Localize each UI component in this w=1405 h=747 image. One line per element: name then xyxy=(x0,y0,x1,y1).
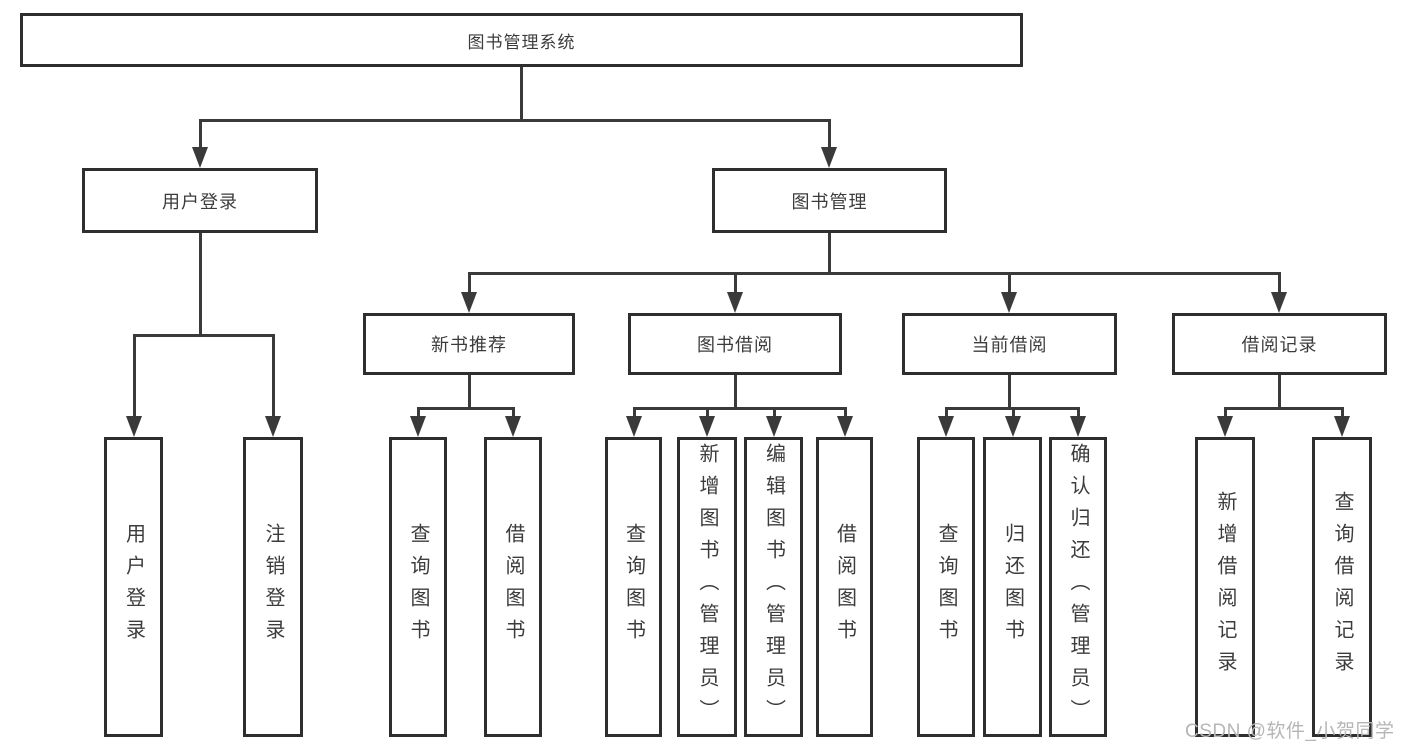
diagram-node-book-management: 图书管理 xyxy=(712,168,947,233)
connector-stem-line xyxy=(519,67,523,122)
connector-branch-line xyxy=(1223,406,1344,410)
connector-drop-line xyxy=(416,408,420,419)
arrowhead-down-icon xyxy=(1005,416,1021,437)
connector-drop-line xyxy=(1340,408,1344,419)
diagram-node-leaf-user-login: 用户登录 xyxy=(104,437,163,737)
connector-drop-line xyxy=(827,120,831,150)
connector-drop-line xyxy=(467,273,471,295)
arrowhead-down-icon xyxy=(505,416,521,437)
connector-drop-line xyxy=(511,408,515,419)
connector-drop-line xyxy=(1277,273,1281,295)
connector-stem-line xyxy=(198,233,202,337)
connector-drop-line xyxy=(733,273,737,295)
watermark: CSDN @软件_小贺同学 xyxy=(1185,721,1395,742)
diagram-node-leaf-br-add-record: 新增借阅记录 xyxy=(1195,437,1255,737)
diagram-node-borrowing-records: 借阅记录 xyxy=(1172,313,1387,375)
connector-drop-line xyxy=(632,408,636,419)
arrowhead-down-icon xyxy=(192,147,208,168)
arrowhead-down-icon xyxy=(265,416,281,437)
connector-drop-line xyxy=(198,120,202,150)
connector-branch-line xyxy=(467,271,1281,275)
connector-stem-line xyxy=(1277,375,1281,410)
arrowhead-down-icon xyxy=(1217,416,1233,437)
connector-branch-line xyxy=(416,406,515,410)
diagram-node-leaf-logout: 注销登录 xyxy=(243,437,303,737)
arrowhead-down-icon xyxy=(837,416,853,437)
diagram-node-leaf-cb-confirm-return: 确认归还（管理员） xyxy=(1049,437,1107,737)
connector-branch-line xyxy=(132,333,275,337)
diagram-node-book-borrowing: 图书借阅 xyxy=(628,313,842,375)
arrowhead-down-icon xyxy=(699,416,715,437)
arrowhead-down-icon xyxy=(766,416,782,437)
connector-branch-line xyxy=(198,118,831,122)
connector-stem-line xyxy=(467,375,471,410)
diagram-node-leaf-bb-borrow-book: 借阅图书 xyxy=(816,437,873,737)
arrowhead-down-icon xyxy=(1070,416,1086,437)
diagram-node-leaf-bb-edit-book: 编辑图书（管理员） xyxy=(744,437,803,737)
connector-branch-line xyxy=(632,406,847,410)
arrowhead-down-icon xyxy=(1001,292,1017,313)
connector-drop-line xyxy=(705,408,709,419)
arrowhead-down-icon xyxy=(461,292,477,313)
arrowhead-down-icon xyxy=(1334,416,1350,437)
connector-drop-line xyxy=(132,335,136,419)
arrowhead-down-icon xyxy=(126,416,142,437)
connector-drop-line xyxy=(944,408,948,419)
arrowhead-down-icon xyxy=(727,292,743,313)
arrowhead-down-icon xyxy=(821,147,837,168)
connector-stem-line xyxy=(827,233,831,275)
connector-drop-line xyxy=(1007,273,1011,295)
diagram-node-user-login: 用户登录 xyxy=(82,168,318,233)
diagram-node-leaf-bb-query-book: 查询图书 xyxy=(605,437,662,737)
diagram-node-leaf-nbr-borrow-book: 借阅图书 xyxy=(484,437,542,737)
connector-drop-line xyxy=(1223,408,1227,419)
connector-drop-line xyxy=(271,335,275,419)
diagram-node-root: 图书管理系统 xyxy=(20,13,1023,67)
diagram-node-current-borrowing: 当前借阅 xyxy=(902,313,1117,375)
arrowhead-down-icon xyxy=(410,416,426,437)
connector-drop-line xyxy=(1076,408,1080,419)
diagram-node-leaf-br-query-record: 查询借阅记录 xyxy=(1312,437,1372,737)
connector-drop-line xyxy=(843,408,847,419)
connector-stem-line xyxy=(1007,375,1011,410)
arrowhead-down-icon xyxy=(1271,292,1287,313)
diagram-node-new-book-recommend: 新书推荐 xyxy=(363,313,575,375)
arrowhead-down-icon xyxy=(938,416,954,437)
connector-stem-line xyxy=(733,375,737,410)
connector-drop-line xyxy=(1011,408,1015,419)
diagram-node-leaf-cb-query-book: 查询图书 xyxy=(917,437,975,737)
diagram-node-leaf-cb-return-book: 归还图书 xyxy=(983,437,1042,737)
arrowhead-down-icon xyxy=(626,416,642,437)
diagram-node-leaf-nbr-query-book: 查询图书 xyxy=(389,437,447,737)
diagram-node-leaf-bb-add-book: 新增图书（管理员） xyxy=(677,437,737,737)
connector-drop-line xyxy=(772,408,776,419)
